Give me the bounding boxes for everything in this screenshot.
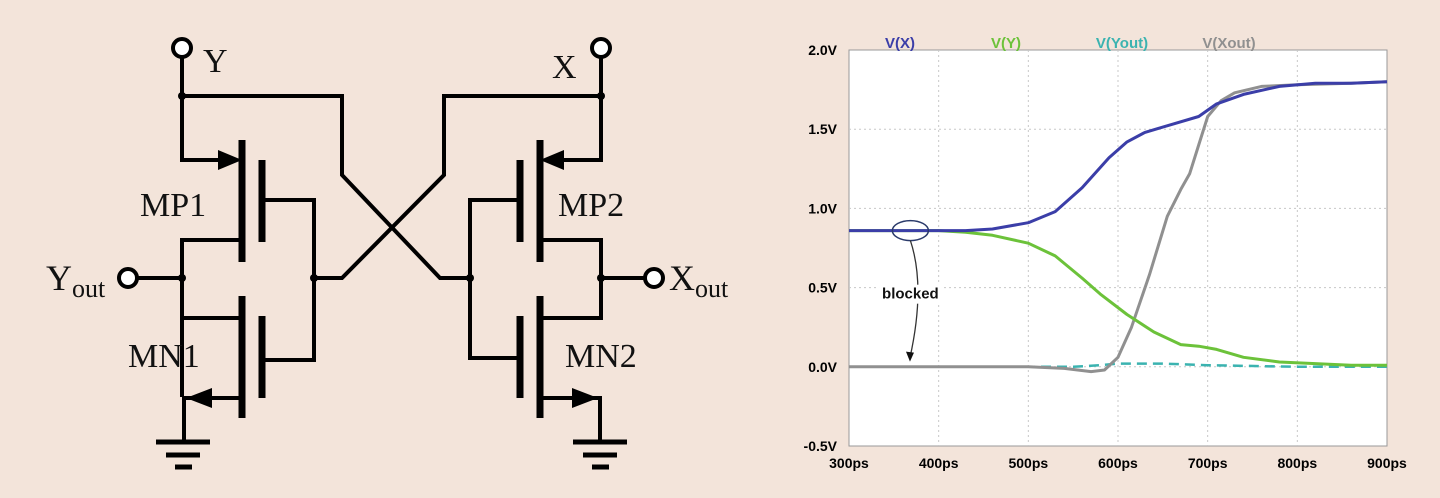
xout-label: Xout — [669, 258, 729, 303]
y-tick-label: -0.5V — [804, 438, 838, 454]
series-line — [849, 80, 1388, 233]
schematic: Y X MP1 M — [46, 37, 729, 470]
mp1-transistor: MP1 — [140, 140, 316, 397]
series-lines — [849, 80, 1388, 374]
x-tick-label: 800ps — [1277, 455, 1317, 471]
mn2-arrow-icon — [572, 388, 598, 408]
junction-dot — [466, 274, 474, 282]
annotation-label-bg — [879, 284, 942, 304]
y-tick-label: 0.5V — [808, 280, 837, 296]
y-tick-label: 2.0V — [808, 42, 837, 58]
mn2-label: MN2 — [565, 338, 637, 375]
yout-label: Yout — [46, 258, 106, 303]
y-label: Y — [203, 43, 228, 80]
legend-entry: V(X) — [885, 35, 915, 52]
mn2-transistor: MN2 — [516, 296, 637, 440]
ground-right-icon — [573, 436, 627, 470]
y-tick-label: 1.0V — [808, 200, 837, 216]
mp2-arrow-icon — [540, 150, 564, 170]
x-tick-label: 900ps — [1367, 455, 1407, 471]
legend-entry: V(Xout) — [1202, 35, 1255, 52]
wire-x-to-mp2-source — [550, 94, 603, 162]
annotation: blocked — [879, 219, 942, 362]
x-tick-label: 700ps — [1188, 455, 1228, 471]
yout-terminal: Yout — [46, 258, 186, 303]
waveform-chart: blocked 300ps 400ps 500ps 600ps 700ps 800ps 90… — [804, 35, 1408, 471]
annotation-label: blocked — [882, 286, 939, 303]
y-axis-ticks: 2.0V 1.5V 1.0V 0.5V 0.0V -0.5V — [804, 42, 838, 454]
mp1-arrow-icon — [218, 150, 242, 170]
wire-y-to-mp2-gate — [180, 94, 472, 280]
series-line — [849, 229, 1387, 367]
legend: V(X) V(Y) V(Yout) V(Xout) — [885, 35, 1256, 52]
legend-entry: V(Yout) — [1096, 35, 1148, 52]
x-tick-label: 300ps — [829, 455, 869, 471]
mn1-label: MN1 — [128, 338, 200, 375]
junction-dot — [178, 92, 186, 100]
annotation-arrowhead-icon — [905, 351, 914, 362]
x-label: X — [552, 49, 577, 86]
mn1-arrow-icon — [186, 388, 212, 408]
ground-left-icon — [156, 436, 210, 470]
wire-y-to-mp1-source — [180, 94, 232, 162]
x-terminal: X — [552, 37, 612, 98]
x-axis-ticks: 300ps 400ps 500ps 600ps 700ps 800ps 900ps — [829, 455, 1407, 471]
y-tick-label: 0.0V — [808, 359, 837, 375]
legend-entry: V(Y) — [991, 35, 1021, 52]
x-tick-label: 500ps — [1008, 455, 1048, 471]
x-tick-label: 600ps — [1098, 455, 1138, 471]
mp1-label: MP1 — [140, 187, 206, 224]
mp2-label: MP2 — [558, 187, 624, 224]
xout-terminal: Xout — [597, 258, 729, 303]
y-tick-label: 1.5V — [808, 121, 837, 137]
mn1-transistor: MN1 — [128, 296, 266, 440]
wire-x-to-mp1-gate — [312, 94, 603, 280]
junction-dot — [310, 274, 318, 282]
junction-dot — [597, 92, 605, 100]
series-line — [849, 80, 1388, 374]
x-tick-label: 400ps — [919, 455, 959, 471]
y-terminal: Y — [171, 37, 228, 98]
